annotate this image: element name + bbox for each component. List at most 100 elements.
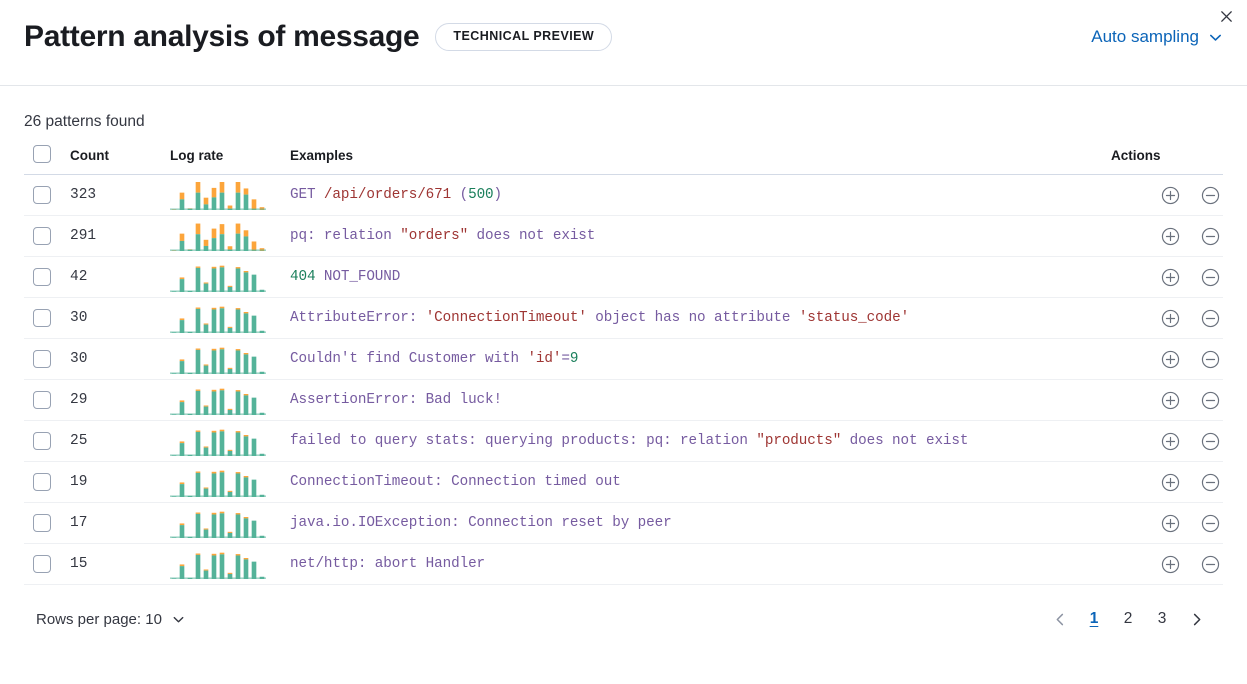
rows-per-page-label: Rows per page: 10 xyxy=(36,610,162,628)
example-token-plain: java.io.IOException: Connection reset by… xyxy=(290,515,672,531)
auto-sampling-label: Auto sampling xyxy=(1091,27,1199,46)
minus-circle-icon[interactable] xyxy=(1197,182,1223,208)
example-token-str: "products" xyxy=(756,433,842,449)
plus-circle-icon[interactable] xyxy=(1157,387,1183,413)
row-log-rate-sparkline xyxy=(170,297,290,339)
example-token-num: 404 xyxy=(290,269,316,285)
minus-circle-icon[interactable] xyxy=(1197,551,1223,577)
examples-header: Examples xyxy=(290,145,1111,175)
minus-circle-icon[interactable] xyxy=(1197,387,1223,413)
row-count: 291 xyxy=(70,215,170,257)
chevron-left-icon[interactable] xyxy=(1045,604,1075,634)
example-token-plain: ) xyxy=(493,187,503,203)
minus-circle-icon[interactable] xyxy=(1197,305,1223,331)
rows-per-page-selector[interactable]: Rows per page: 10 xyxy=(36,611,186,628)
row-log-rate-sparkline xyxy=(170,215,290,257)
plus-circle-icon[interactable] xyxy=(1157,551,1183,577)
page-number-1[interactable]: 1 xyxy=(1089,610,1099,627)
row-checkbox[interactable] xyxy=(33,309,51,327)
row-select-cell xyxy=(24,174,70,216)
row-checkbox[interactable] xyxy=(33,350,51,368)
plus-circle-icon[interactable] xyxy=(1157,305,1183,331)
example-token-num: 9 xyxy=(569,351,579,367)
row-actions xyxy=(1111,420,1223,462)
minus-circle-icon[interactable] xyxy=(1197,346,1223,372)
row-select-cell xyxy=(24,543,70,585)
auto-sampling-dropdown[interactable]: Auto sampling xyxy=(1091,27,1231,47)
row-count: 25 xyxy=(70,420,170,462)
plus-circle-icon[interactable] xyxy=(1157,223,1183,249)
row-checkbox[interactable] xyxy=(33,227,51,245)
row-actions xyxy=(1111,174,1223,216)
row-checkbox[interactable] xyxy=(33,391,51,409)
minus-circle-icon[interactable] xyxy=(1197,469,1223,495)
select-all-checkbox[interactable] xyxy=(33,145,51,163)
minus-circle-icon[interactable] xyxy=(1197,428,1223,454)
row-checkbox[interactable] xyxy=(33,186,51,204)
minus-circle-icon[interactable] xyxy=(1197,510,1223,536)
select-all-header xyxy=(24,145,70,175)
row-count: 323 xyxy=(70,174,170,216)
row-select-cell xyxy=(24,297,70,339)
row-checkbox[interactable] xyxy=(33,555,51,573)
row-select-cell xyxy=(24,502,70,544)
row-example: Couldn't find Customer with 'id'=9 xyxy=(290,338,1111,380)
page-number-3[interactable]: 3 xyxy=(1157,610,1167,627)
plus-circle-icon[interactable] xyxy=(1157,264,1183,290)
chevron-right-icon[interactable] xyxy=(1181,604,1211,634)
close-icon[interactable] xyxy=(1213,3,1239,29)
table-row[interactable]: 323 GET /api/orders/671 (500) xyxy=(24,174,1223,216)
plus-circle-icon[interactable] xyxy=(1157,346,1183,372)
example-token-plain: ConnectionTimeout: Connection timed out xyxy=(290,474,621,490)
example-token-plain: net/http: abort Handler xyxy=(290,556,486,572)
plus-circle-icon[interactable] xyxy=(1157,182,1183,208)
table-row[interactable]: 19 ConnectionTimeout: Connection timed ou… xyxy=(24,461,1223,503)
row-checkbox[interactable] xyxy=(33,514,51,532)
row-example: 404 NOT_FOUND xyxy=(290,256,1111,298)
row-select-cell xyxy=(24,461,70,503)
actions-header: Actions xyxy=(1111,145,1223,175)
plus-circle-icon[interactable] xyxy=(1157,510,1183,536)
page-title: Pattern analysis of message xyxy=(24,20,420,53)
example-token-plain: does not exist xyxy=(468,228,596,244)
plus-circle-icon[interactable] xyxy=(1157,428,1183,454)
row-select-cell xyxy=(24,379,70,421)
example-token-num: 500 xyxy=(468,187,494,203)
row-actions xyxy=(1111,338,1223,380)
technical-preview-badge: TECHNICAL PREVIEW xyxy=(435,23,613,51)
example-token-plain: Couldn't find Customer with xyxy=(290,351,528,367)
example-token-str: 'status_code' xyxy=(798,310,910,326)
page-number-list: 1 2 3 xyxy=(1079,604,1177,634)
minus-circle-icon[interactable] xyxy=(1197,223,1223,249)
example-token-plain: NOT_FOUND xyxy=(315,269,401,285)
row-checkbox[interactable] xyxy=(33,268,51,286)
row-checkbox[interactable] xyxy=(33,432,51,450)
row-example: GET /api/orders/671 (500) xyxy=(290,174,1111,216)
minus-circle-icon[interactable] xyxy=(1197,264,1223,290)
page-number-2[interactable]: 2 xyxy=(1123,610,1133,627)
row-log-rate-sparkline xyxy=(170,379,290,421)
example-token-plain: = xyxy=(561,351,570,367)
log-rate-header: Log rate xyxy=(170,145,290,175)
row-log-rate-sparkline xyxy=(170,543,290,585)
row-log-rate-sparkline xyxy=(170,174,290,216)
example-token-plain: GET xyxy=(290,187,324,203)
row-select-cell xyxy=(24,338,70,380)
table-footer: Rows per page: 10 1 2 3 xyxy=(24,585,1223,634)
row-checkbox[interactable] xyxy=(33,473,51,491)
row-actions xyxy=(1111,379,1223,421)
plus-circle-icon[interactable] xyxy=(1157,469,1183,495)
example-token-str: 'ConnectionTimeout' xyxy=(425,310,587,326)
row-count: 19 xyxy=(70,461,170,503)
